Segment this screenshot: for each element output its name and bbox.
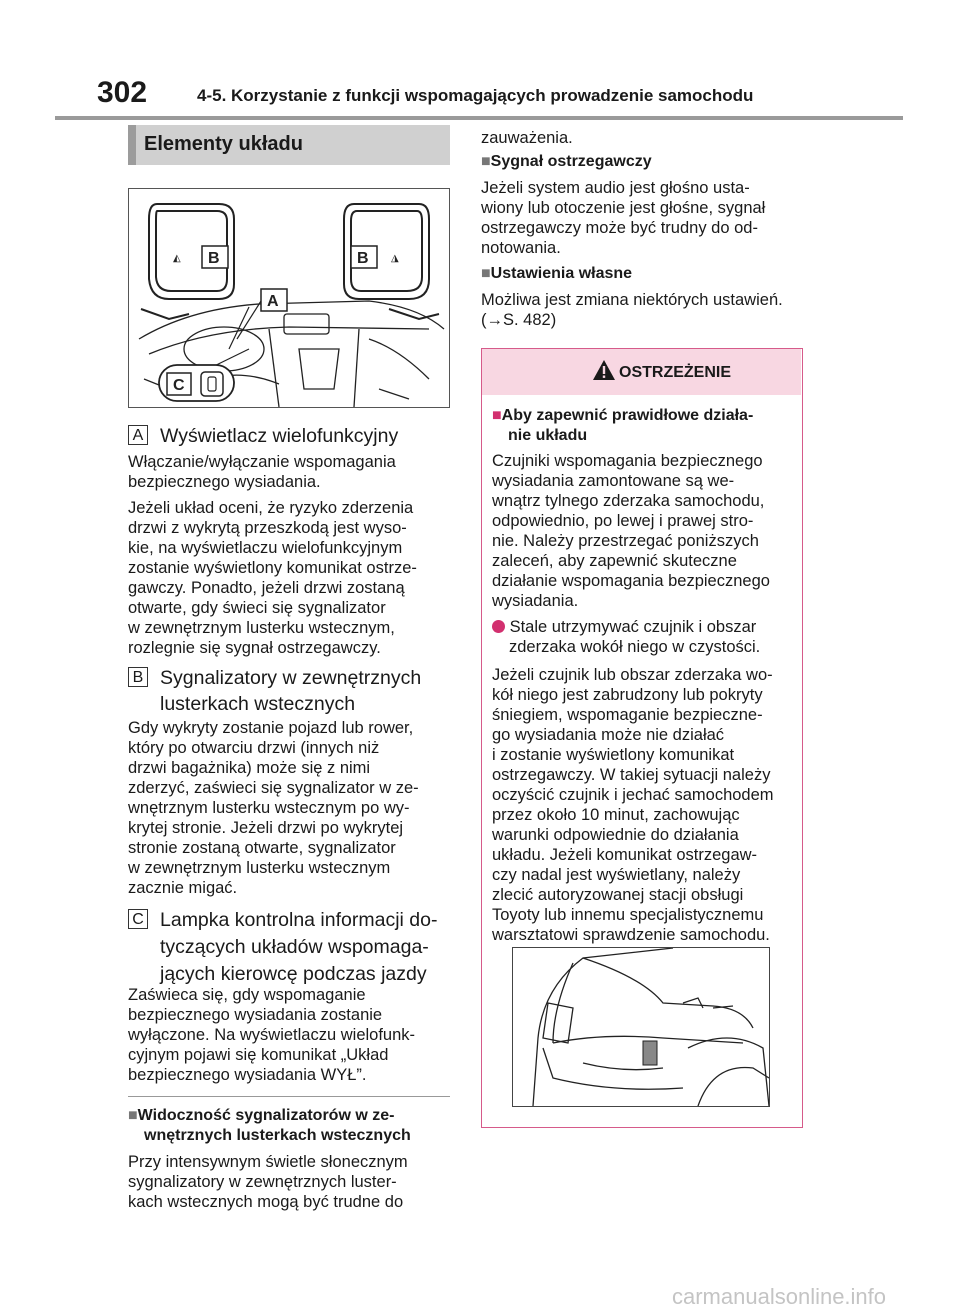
continuation-text: zauważenia. <box>481 129 573 147</box>
left-mirror: ◭ <box>140 203 235 321</box>
section-heading-bar <box>128 125 136 165</box>
item-a-label: A <box>128 425 148 445</box>
signal-heading: ■Sygnał ostrzegawczy <box>481 153 652 170</box>
dashboard-illustration: ◭ ◮ B B A C <box>138 203 445 407</box>
page-number: 302 <box>97 76 148 109</box>
svg-text:◮: ◮ <box>391 253 399 264</box>
section-title: Elementy układu <box>144 133 303 155</box>
warning-header: OSTRZEŻENIE <box>482 349 801 395</box>
custom-settings-heading: ■Ustawienia własne <box>481 265 633 282</box>
square-bullet-icon: ■ <box>128 1107 138 1124</box>
item-c-title: Lampka kontrolna informacji do-tyczących… <box>160 909 438 985</box>
figure-label-b-right: B <box>357 250 369 267</box>
right-mirror: ◮ <box>343 203 440 321</box>
section-heading: Elementy układu <box>128 125 450 165</box>
figure-label-b-left: B <box>208 250 220 267</box>
visibility-heading: ■Widoczność sygnalizatorów w ze-wnętrzny… <box>128 1107 411 1144</box>
warning-detail: Jeżeli czujnik lub obszar zderzaka wo-kó… <box>492 666 774 944</box>
signal-text: Jeżeli system audio jest głośno usta-wio… <box>481 179 766 257</box>
item-a-heading: A Wyświetlacz wielofunkcyjny <box>128 423 450 453</box>
warning-title: OSTRZEŻENIE <box>619 364 732 381</box>
rear-car-illustration <box>532 948 769 1106</box>
door-indicator-icon <box>200 371 224 397</box>
square-bullet-icon: ■ <box>481 153 491 170</box>
chapter-title: 4-5. Korzystanie z funkcji wspomagającyc… <box>197 86 754 105</box>
square-bullet-icon: ■ <box>492 407 502 424</box>
figure-label-c: C <box>173 377 185 394</box>
item-a-title: Wyświetlacz wielofunkcyjny <box>160 425 399 447</box>
warning-triangle-icon <box>593 360 615 380</box>
custom-settings-text: Możliwa jest zmiana niektórych ustawień.… <box>481 291 783 329</box>
warning-box: OSTRZEŻENIE ■Aby zapewnić prawidłowe dzi… <box>481 348 803 1128</box>
watermark: carmanualsonline.info <box>672 1284 887 1309</box>
rear-sensor-marker <box>642 1040 658 1066</box>
item-c-label: C <box>128 909 148 929</box>
item-b-label: B <box>128 667 148 687</box>
header-rule <box>55 116 903 120</box>
dashboard-figure: ◭ ◮ B B A C <box>128 188 450 408</box>
page-reference-link[interactable]: (→S. 482) <box>481 311 557 329</box>
item-b-body: Gdy wykryty zostanie pojazd lub rower,kt… <box>128 719 419 897</box>
rear-bumper-figure <box>512 947 770 1107</box>
warning-heading: ■Aby zapewnić prawidłowe działa-nie ukła… <box>492 407 754 444</box>
square-bullet-icon: ■ <box>481 265 491 282</box>
item-c-heading: C Lampka kontrolna informacji do-tyczący… <box>128 907 450 987</box>
svg-text:◭: ◭ <box>173 253 181 264</box>
figure-label-a: A <box>267 293 279 310</box>
circle-bullet-icon <box>492 620 505 633</box>
section-divider <box>128 1096 450 1097</box>
